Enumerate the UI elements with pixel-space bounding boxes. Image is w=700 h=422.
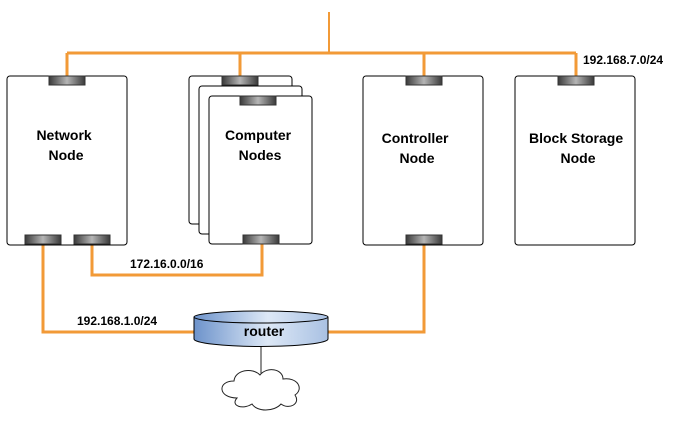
router: router xyxy=(193,310,329,347)
controller-node-external-port xyxy=(405,234,443,245)
compute-nodes-data-port xyxy=(242,234,280,245)
compute-nodes-label: Computer Nodes xyxy=(225,127,295,163)
network-node-label: Network Node xyxy=(36,127,95,163)
compute-nodes: Computer Nodes xyxy=(188,75,313,245)
controller-router-link xyxy=(328,243,426,334)
compute-nodes-mgmt-port-back xyxy=(221,75,259,86)
router-label: router xyxy=(244,323,285,339)
external-network-label: 192.168.1.0/24 xyxy=(77,314,157,328)
management-network xyxy=(65,51,578,76)
block-storage-node: Block Storage Node xyxy=(514,75,636,246)
data-network-label: 172.16.0.0/16 xyxy=(130,257,204,271)
external-network-link xyxy=(41,243,195,334)
block-storage-node-mgmt-port xyxy=(557,75,595,86)
network-node-mgmt-port xyxy=(48,75,86,86)
controller-node: Controller Node xyxy=(362,75,484,246)
network-node-external-port xyxy=(24,234,62,245)
network-node: Network Node xyxy=(6,75,128,246)
data-network-link xyxy=(90,243,264,277)
network-node-data-port xyxy=(73,234,111,245)
compute-nodes-mgmt-port xyxy=(239,95,277,106)
management-network-label: 192.168.7.0/24 xyxy=(583,53,663,67)
controller-node-label: Controller Node xyxy=(382,130,453,166)
cloud-icon xyxy=(221,369,300,411)
controller-node-mgmt-port xyxy=(405,75,443,86)
block-storage-node-label: Block Storage Node xyxy=(529,130,627,166)
